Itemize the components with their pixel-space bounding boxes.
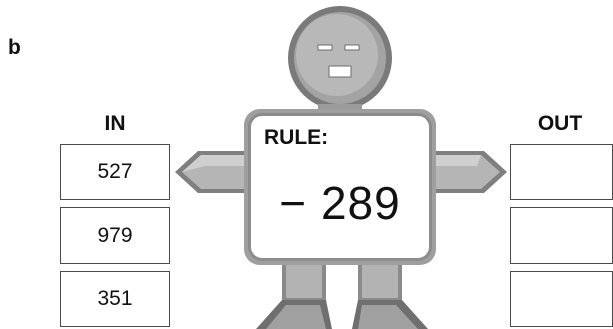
robot-right-leg: [352, 258, 428, 329]
out-box-2[interactable]: [510, 207, 613, 264]
robot-left-eye: [318, 45, 332, 50]
rule-title: RULE:: [264, 126, 328, 150]
rule-value: − 289: [250, 176, 430, 230]
robot-left-arm: [175, 151, 252, 193]
robot-right-eye: [345, 45, 359, 50]
robot-left-leg: [256, 258, 332, 329]
in-box-1: 527: [60, 144, 170, 200]
out-box-3[interactable]: [510, 271, 613, 327]
in-box-3: 351: [60, 271, 170, 327]
in-header: IN: [60, 112, 170, 136]
out-box-1[interactable]: [510, 144, 613, 200]
robot-right-arm: [430, 151, 507, 193]
out-header: OUT: [510, 112, 610, 136]
in-box-2: 979: [60, 207, 170, 264]
robot-mouth: [329, 66, 351, 77]
